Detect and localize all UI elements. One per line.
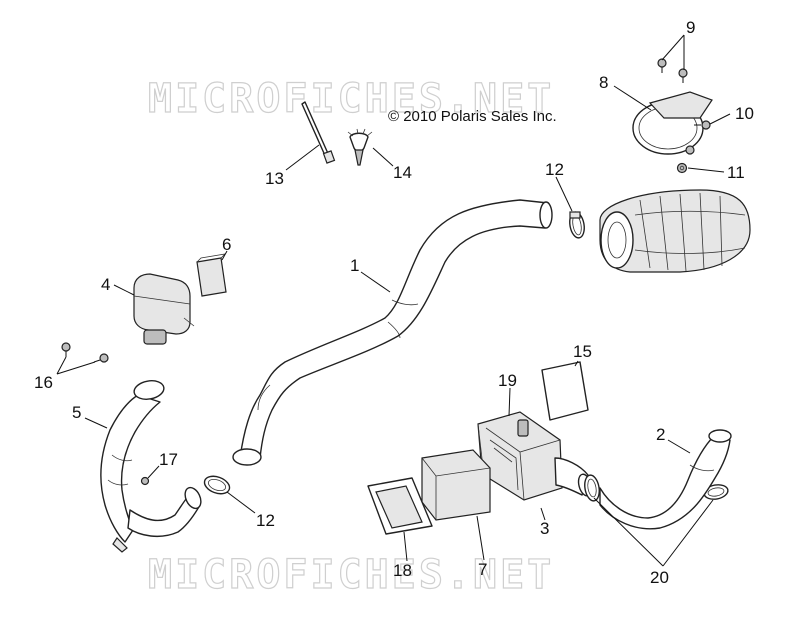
part-9-fasteners [657,58,688,83]
callout-19: 19 [498,371,517,390]
callout-7: 7 [478,560,487,579]
part-13-cable-tie [301,101,336,164]
callout-12-upper: 12 [545,160,564,179]
part-10-bolt [694,120,711,130]
callout-16: 16 [34,373,53,392]
part-1-intake-duct [232,199,553,466]
callout-11: 11 [727,163,745,182]
callout-5: 5 [72,403,81,422]
copyright-text: © 2010 Polaris Sales Inc. [388,108,557,125]
part-15-label-sticker [541,361,589,421]
callout-6: 6 [222,235,231,254]
part-4-breather-box [133,273,195,345]
part-16-bolts [61,342,109,363]
callout-9: 9 [686,18,695,37]
callout-labels: 1 2 3 4 5 6 7 8 9 10 11 12 12 13 14 15 1… [34,18,754,587]
callout-12-lower: 12 [256,511,275,530]
part-11-nut [676,162,688,174]
leader-lines [56,34,731,567]
callout-4: 4 [101,275,110,294]
part-12-clamp-lower [203,475,231,495]
part-8-band-bracket [632,91,713,155]
callout-2: 2 [656,425,665,444]
callout-15: 15 [573,342,592,361]
callout-1: 1 [350,256,359,275]
air-cleaner-assembly [599,189,751,273]
callout-17: 17 [159,450,178,469]
part-6-pad [196,253,227,297]
part-12-clamp-upper [569,211,585,239]
callout-3: 3 [540,519,549,538]
callout-10: 10 [735,104,754,123]
part-3-air-box [477,411,593,501]
part-17-screw [140,476,150,486]
callout-18: 18 [393,561,412,580]
part-18-frame [367,477,433,535]
watermark-top: MICROFICHES.NET [148,76,554,122]
part-14-clip [347,128,373,166]
watermark-bottom: MICROFICHES.NET [148,552,554,598]
part-2-outlet-hose [599,429,732,530]
callout-13: 13 [265,169,284,188]
callout-20: 20 [650,568,669,587]
part-5-inlet-duct [100,380,202,553]
callout-8: 8 [599,73,608,92]
part-7-filter-element [421,449,491,521]
part-20-clamps [584,474,729,502]
callout-14: 14 [393,163,412,182]
